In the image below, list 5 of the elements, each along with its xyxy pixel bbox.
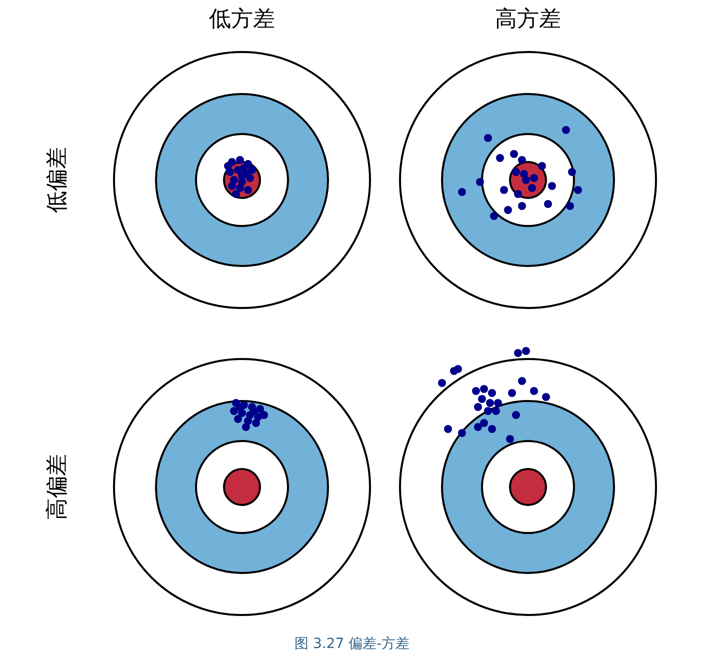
- column-header: 高方差: [495, 8, 561, 30]
- column-header: 低方差: [209, 8, 275, 30]
- row-header: 低偏差: [46, 147, 68, 213]
- figure-caption: 图 3.27 偏差-方差: [294, 637, 410, 651]
- row-header: 高偏差: [46, 454, 68, 520]
